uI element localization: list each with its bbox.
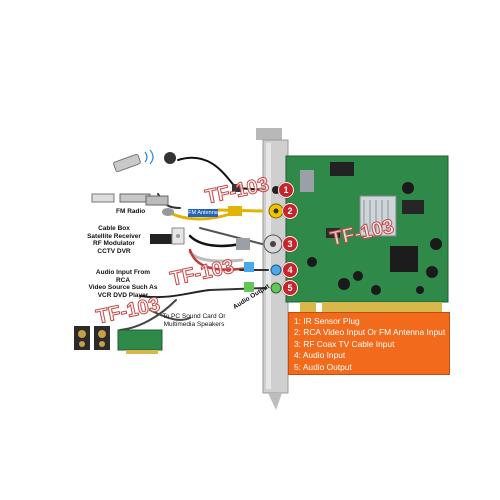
label-cable-box: Cable Box Satellite Receiver RF Modulato… [87,225,141,255]
connector-legend: 1: IR Sensor Plug 2: RCA Video Input Or … [288,312,450,375]
legend-item-4: 4: Audio Input [294,350,346,361]
legend-item-5: 5: Audio Output [294,361,352,372]
cables [119,156,269,331]
cable-plugs [228,184,254,292]
badge-3: 3 [282,236,298,252]
fm-antenna-tag: FM Antenna [188,209,218,217]
badge-1: 1 [278,182,294,198]
badge-4: 4 [282,262,298,278]
legend-item-1: 1: IR Sensor Plug [294,316,360,326]
legend-item-2: 2: RCA Video Input Or FM Antenna Input [294,327,446,338]
devices [74,149,185,354]
tv-tuner-card [285,155,449,312]
badge-2: 2 [282,203,298,219]
badge-5: 5 [282,280,298,296]
legend-item-3: 3: RF Coax TV Cable Input [294,338,395,349]
label-to-pc-sound: To PC Sound Card Or Multimedia Speakers [162,313,226,328]
label-audio-input: Audio Input From RCA Video Source Such A… [88,269,158,299]
label-fm-radio: FM Radio [116,208,146,215]
